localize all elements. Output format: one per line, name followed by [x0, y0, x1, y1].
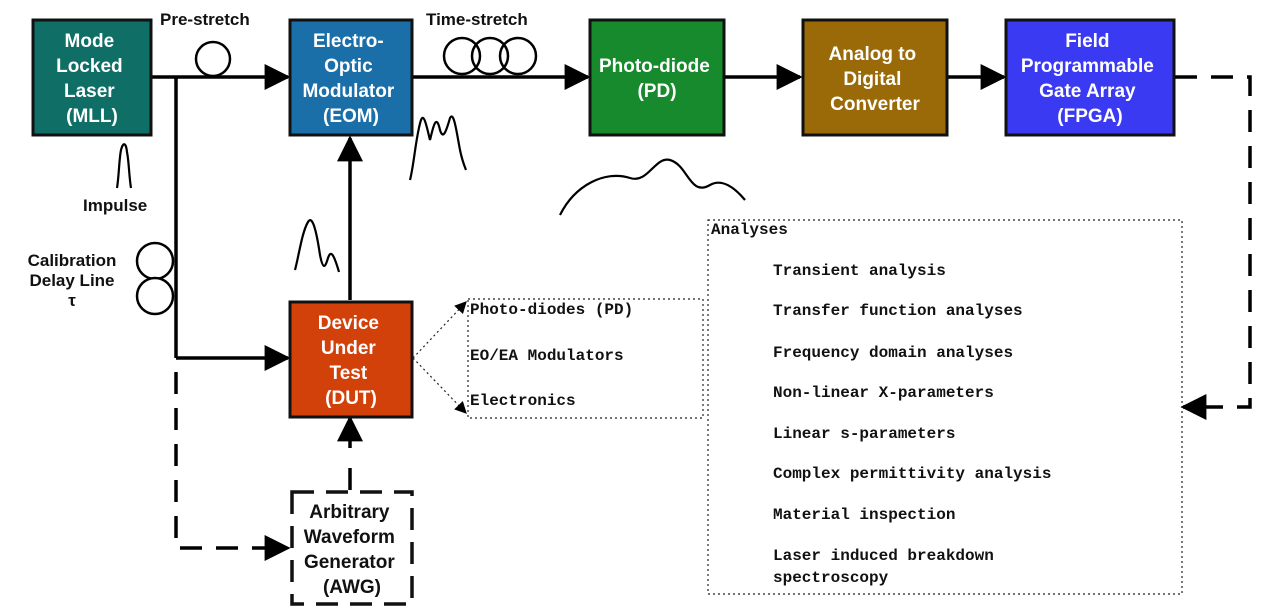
- eom-block: Electro- Optic Modulator (EOM): [288, 18, 414, 137]
- analyses-box: Analyses Transient analysis Transfer fun…: [707, 219, 1183, 595]
- fpga-line-2: Programmable: [1021, 56, 1154, 77]
- fpga-block: Field Programmable Gate Array (FPGA): [1004, 18, 1176, 137]
- eom-line-3: Modulator: [302, 81, 394, 102]
- eom-output-waveform: [408, 115, 468, 181]
- dut-line-3: Test: [330, 363, 368, 384]
- calibration-label: Calibration Delay Line τ: [28, 251, 117, 310]
- mll-line-2: Locked: [56, 56, 123, 77]
- dut-type-modulators: EO/EA Modulators: [470, 347, 624, 365]
- dut-line-4: (DUT): [325, 388, 377, 409]
- analysis-item: Linear s-parameters: [773, 425, 955, 443]
- analysis-item: Laser induced breakdown: [773, 547, 994, 565]
- analyses-title: Analyses: [711, 221, 788, 239]
- dut-types-box: Photo-diodes (PD) EO/EA Modulators Elect…: [412, 298, 704, 419]
- adc-line-1: Analog to: [829, 44, 917, 65]
- analysis-item: Material inspection: [773, 506, 955, 524]
- analysis-item: Non-linear X-parameters: [773, 384, 994, 402]
- awg-line-4: (AWG): [323, 577, 381, 598]
- analysis-item: Frequency domain analyses: [773, 344, 1013, 362]
- analysis-item: Transfer function analyses: [773, 302, 1023, 320]
- awg-line-2: Waveform: [304, 527, 395, 548]
- mll-block: Mode Locked Laser (MLL): [31, 18, 153, 137]
- pre-stretch-label: Pre-stretch: [160, 10, 250, 29]
- dashed-connections: [174, 75, 1252, 561]
- pd-block: Photo-diode (PD): [588, 18, 726, 137]
- svg-text:Photo-diode (PD): Photo-diode (PD): [599, 56, 715, 102]
- calibration-delay-fiber: [135, 241, 175, 316]
- eom-line-4: (EOM): [323, 106, 379, 127]
- time-stretch-label: Time-stretch: [426, 10, 528, 29]
- dut-line-2: Under: [321, 338, 377, 359]
- calibration-line-3: τ: [68, 291, 76, 310]
- impulse-label: Impulse: [83, 196, 147, 215]
- connections: [152, 64, 1007, 448]
- adc-line-3: Converter: [830, 94, 920, 115]
- fpga-line-3: Gate Array: [1039, 81, 1136, 102]
- dut-block: Device Under Test (DUT): [288, 300, 414, 419]
- mll-line-4: (MLL): [66, 106, 118, 127]
- eom-line-1: Electro-: [313, 31, 384, 52]
- adc-line-2: Digital: [843, 69, 901, 90]
- waveforms: [115, 115, 746, 273]
- impulse-waveform: [115, 143, 133, 189]
- time-stretch-fiber: [442, 36, 538, 76]
- calibration-line-2: Delay Line: [29, 271, 114, 290]
- pre-stretch-fiber: [194, 40, 232, 78]
- svg-text:Field Programmable: Field Programmable Gate Array (FPGA): [1021, 31, 1159, 127]
- analysis-item: Complex permittivity analysis: [773, 465, 1051, 483]
- dut-type-pd: Photo-diodes (PD): [470, 301, 633, 319]
- svg-text:Arbitrary Waveform: Arbitrary Waveform Generator (AWG): [304, 502, 400, 598]
- fpga-line-1: Field: [1065, 31, 1109, 52]
- fpga-line-4: (FPGA): [1057, 106, 1122, 127]
- svg-text:Mode Locked Laser: Mode Locked Laser (MLL): [56, 31, 128, 127]
- dut-input-waveform: [293, 219, 341, 273]
- stretched-waveform: [559, 158, 746, 216]
- mll-line-3: Laser: [64, 81, 115, 102]
- eom-line-2: Optic: [324, 56, 373, 77]
- svg-text:Device Under Test: Device Under Test (DUT): [318, 313, 385, 409]
- pd-line-1: Photo-diode: [599, 56, 710, 77]
- calibration-line-1: Calibration: [28, 251, 117, 270]
- mll-line-1: Mode: [65, 31, 115, 52]
- awg-line-3: Generator: [304, 552, 395, 573]
- dut-type-electronics: Electronics: [470, 392, 576, 410]
- awg-line-1: Arbitrary: [309, 502, 390, 523]
- awg-block: Arbitrary Waveform Generator (AWG): [290, 490, 414, 606]
- svg-text:Electro- Optic Mod: Electro- Optic Modulator (EOM): [302, 31, 399, 127]
- analysis-item-continued: spectroscopy: [773, 569, 889, 587]
- adc-block: Analog to Digital Converter: [801, 18, 949, 137]
- dut-line-1: Device: [318, 313, 379, 334]
- analysis-item: Transient analysis: [773, 262, 946, 280]
- pd-line-2: (PD): [637, 81, 676, 102]
- svg-text:Analog to Digital: Analog to Digital Converter: [829, 44, 922, 115]
- trunk-to-awg-path: [174, 372, 291, 561]
- fpga-to-analyses-path: [1175, 75, 1252, 420]
